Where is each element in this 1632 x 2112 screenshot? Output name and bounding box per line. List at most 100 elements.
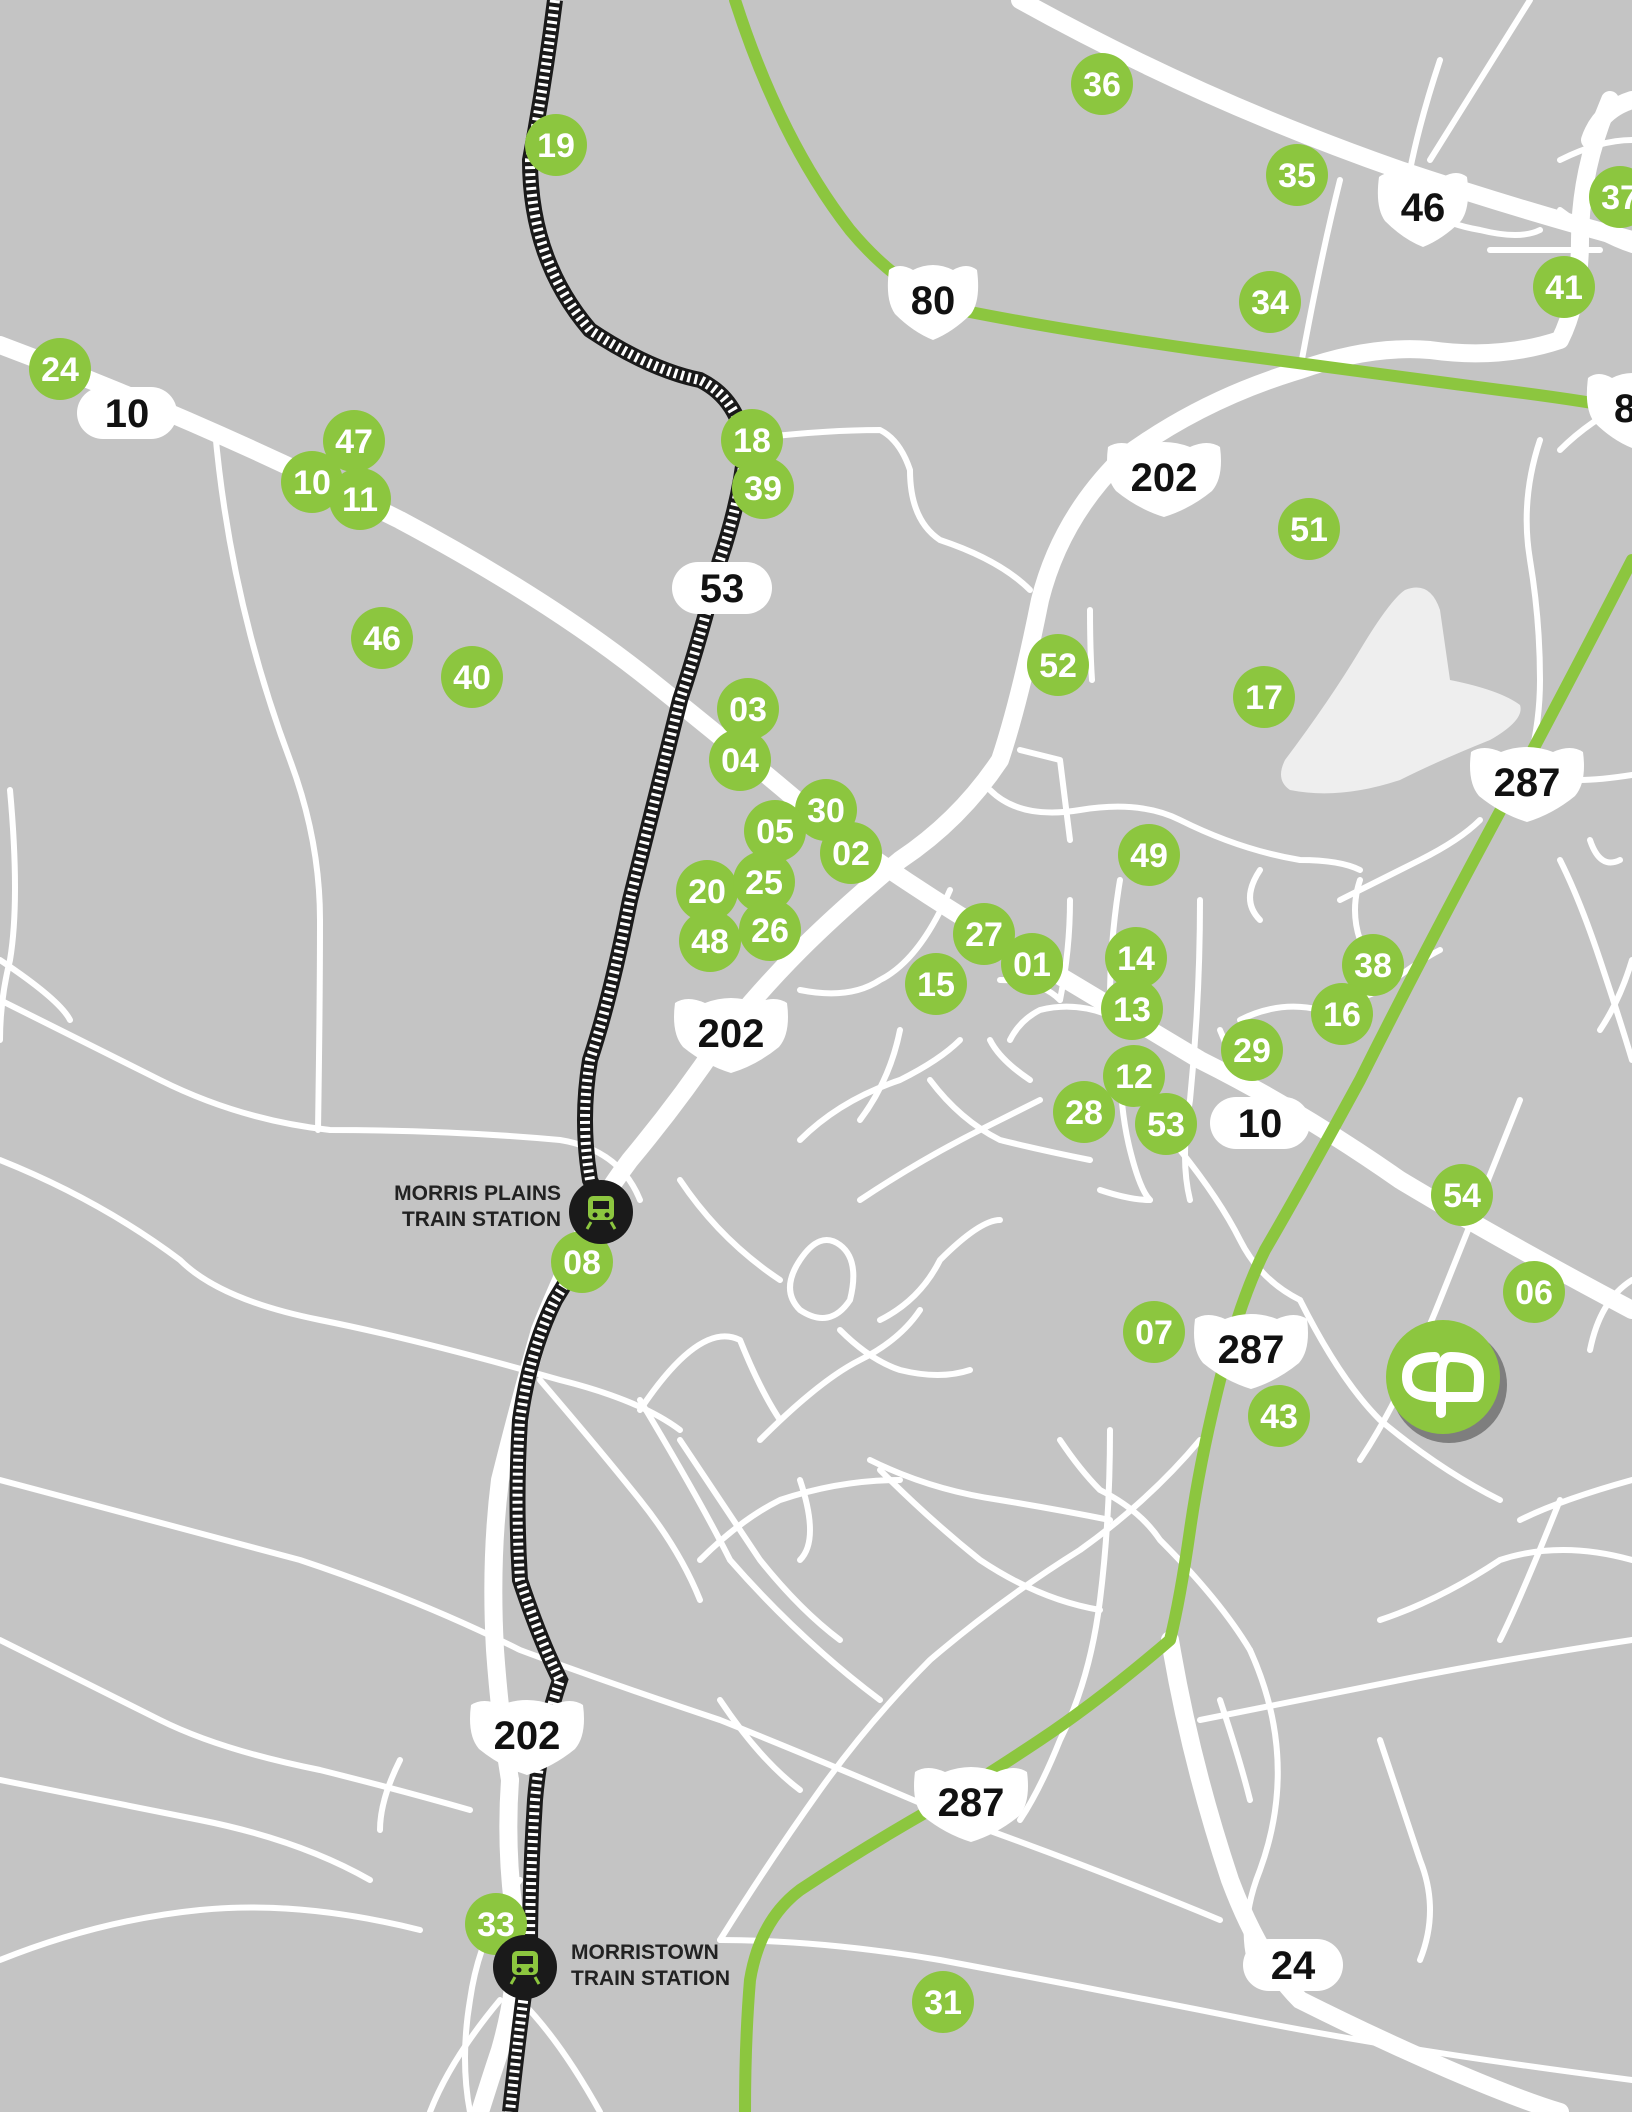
location-marker[interactable]: 46 bbox=[351, 607, 413, 669]
station-name-line2: TRAIN STATION bbox=[571, 1967, 730, 1990]
location-marker[interactable]: 14 bbox=[1105, 927, 1167, 989]
marker-dot bbox=[1248, 1385, 1310, 1447]
marker-label: 40 bbox=[453, 659, 491, 697]
marker-label: 35 bbox=[1278, 157, 1316, 195]
route-shield: 80 bbox=[887, 265, 979, 340]
marker-label: 11 bbox=[342, 481, 378, 519]
marker-label: 48 bbox=[691, 923, 729, 961]
route-shield: 202 bbox=[674, 998, 788, 1073]
location-marker[interactable]: 16 bbox=[1311, 983, 1373, 1045]
location-marker[interactable]: 43 bbox=[1248, 1385, 1310, 1447]
marker-label: 46 bbox=[363, 620, 401, 658]
location-marker[interactable]: 17 bbox=[1233, 666, 1295, 728]
location-marker[interactable]: 20 bbox=[676, 860, 738, 922]
marker-dot bbox=[744, 800, 806, 862]
location-marker[interactable]: 53 bbox=[1135, 1093, 1197, 1155]
location-marker[interactable]: 36 bbox=[1071, 53, 1133, 115]
route-shield-label: 53 bbox=[700, 567, 745, 611]
location-marker[interactable]: 39 bbox=[732, 457, 794, 519]
marker-label: 05 bbox=[756, 813, 794, 851]
location-marker[interactable]: 19 bbox=[525, 114, 587, 176]
marker-dot bbox=[733, 851, 795, 913]
location-marker[interactable]: 37 bbox=[1589, 166, 1632, 228]
marker-label: 26 bbox=[751, 912, 789, 950]
location-marker[interactable]: 47 bbox=[323, 410, 385, 472]
marker-dot bbox=[551, 1231, 613, 1293]
location-marker[interactable]: 26 bbox=[739, 899, 801, 961]
location-marker[interactable]: 49 bbox=[1118, 824, 1180, 886]
marker-dot bbox=[1071, 53, 1133, 115]
marker-dot bbox=[820, 822, 882, 884]
route-shield: 287 bbox=[1470, 747, 1584, 822]
marker-label: 47 bbox=[335, 423, 373, 461]
marker-dot bbox=[1342, 934, 1404, 996]
location-marker[interactable]: 41 bbox=[1533, 256, 1595, 318]
marker-label: 20 bbox=[688, 873, 726, 911]
location-marker[interactable]: 24 bbox=[29, 338, 91, 400]
marker-dot bbox=[1431, 1164, 1493, 1226]
location-marker[interactable]: 12 bbox=[1103, 1045, 1165, 1107]
route-shield-label: 10 bbox=[1238, 1102, 1283, 1146]
location-marker[interactable]: 35 bbox=[1266, 144, 1328, 206]
marker-dot bbox=[1105, 927, 1167, 989]
marker-label: 31 bbox=[924, 1984, 962, 2022]
location-marker[interactable]: 07 bbox=[1123, 1301, 1185, 1363]
location-marker[interactable]: 31 bbox=[912, 1971, 974, 2033]
marker-dot bbox=[676, 860, 738, 922]
marker-dot bbox=[323, 410, 385, 472]
location-marker[interactable]: 28 bbox=[1053, 1081, 1115, 1143]
marker-label: 54 bbox=[1443, 1177, 1481, 1215]
station-morristown[interactable]: MORRISTOWN TRAIN STATION bbox=[493, 1935, 730, 1999]
location-marker[interactable]: 40 bbox=[441, 646, 503, 708]
marker-label: 51 bbox=[1290, 511, 1328, 549]
station-morris-plains[interactable]: MORRIS PLAINS TRAIN STATION bbox=[394, 1180, 633, 1244]
marker-dot bbox=[1233, 666, 1295, 728]
marker-dot bbox=[1278, 498, 1340, 560]
location-marker[interactable]: 02 bbox=[820, 822, 882, 884]
route-shields: 10 53 80 46 202 287 202 10 bbox=[77, 172, 1632, 1991]
location-marker[interactable]: 38 bbox=[1342, 934, 1404, 996]
marker-dot bbox=[1053, 1081, 1115, 1143]
marker-dot bbox=[351, 607, 413, 669]
route-shield: 10 bbox=[1210, 1097, 1310, 1149]
location-marker[interactable]: 34 bbox=[1239, 271, 1301, 333]
route-shield-label: 80 bbox=[911, 279, 956, 323]
location-marker[interactable]: 15 bbox=[905, 953, 967, 1015]
location-marker[interactable]: 13 bbox=[1101, 978, 1163, 1040]
marker-dot bbox=[912, 1971, 974, 2033]
location-marker[interactable]: 06 bbox=[1503, 1261, 1565, 1323]
marker-dot bbox=[1135, 1093, 1197, 1155]
location-marker[interactable]: 52 bbox=[1027, 634, 1089, 696]
marker-label: 15 bbox=[917, 966, 955, 1004]
marker-label: 30 bbox=[807, 792, 845, 830]
location-marker[interactable]: 04 bbox=[709, 729, 771, 791]
location-marker[interactable]: 25 bbox=[733, 851, 795, 913]
marker-label: 07 bbox=[1135, 1314, 1173, 1352]
location-marker[interactable]: 11 bbox=[329, 468, 391, 530]
marker-dot bbox=[1503, 1261, 1565, 1323]
location-marker[interactable]: 18 bbox=[721, 409, 783, 471]
marker-label: 12 bbox=[1115, 1058, 1153, 1096]
marker-label: 08 bbox=[563, 1244, 601, 1282]
location-marker[interactable]: 08 bbox=[551, 1231, 613, 1293]
marker-label: 37 bbox=[1601, 179, 1632, 217]
location-marker[interactable]: 10 bbox=[281, 451, 343, 513]
cp-logo-icon bbox=[1386, 1320, 1507, 1443]
marker-label: 03 bbox=[729, 691, 767, 729]
location-marker[interactable]: 29 bbox=[1221, 1019, 1283, 1081]
location-marker[interactable]: 01 bbox=[1001, 933, 1063, 995]
marker-dot bbox=[1027, 634, 1089, 696]
route-shield: 202 bbox=[1107, 442, 1221, 517]
location-marker[interactable]: 27 bbox=[953, 903, 1015, 965]
location-marker[interactable]: 51 bbox=[1278, 498, 1340, 560]
location-marker[interactable]: 54 bbox=[1431, 1164, 1493, 1226]
route-shield: 287 bbox=[914, 1767, 1028, 1842]
marker-label: 29 bbox=[1233, 1032, 1271, 1070]
route-shield-label: 8 bbox=[1614, 387, 1632, 431]
route-shield-label: 287 bbox=[1494, 761, 1561, 805]
location-marker[interactable]: 03 bbox=[717, 678, 779, 740]
location-marker[interactable]: 05 bbox=[744, 800, 806, 862]
route-shield-label: 46 bbox=[1401, 186, 1446, 230]
location-marker[interactable]: 48 bbox=[679, 910, 741, 972]
